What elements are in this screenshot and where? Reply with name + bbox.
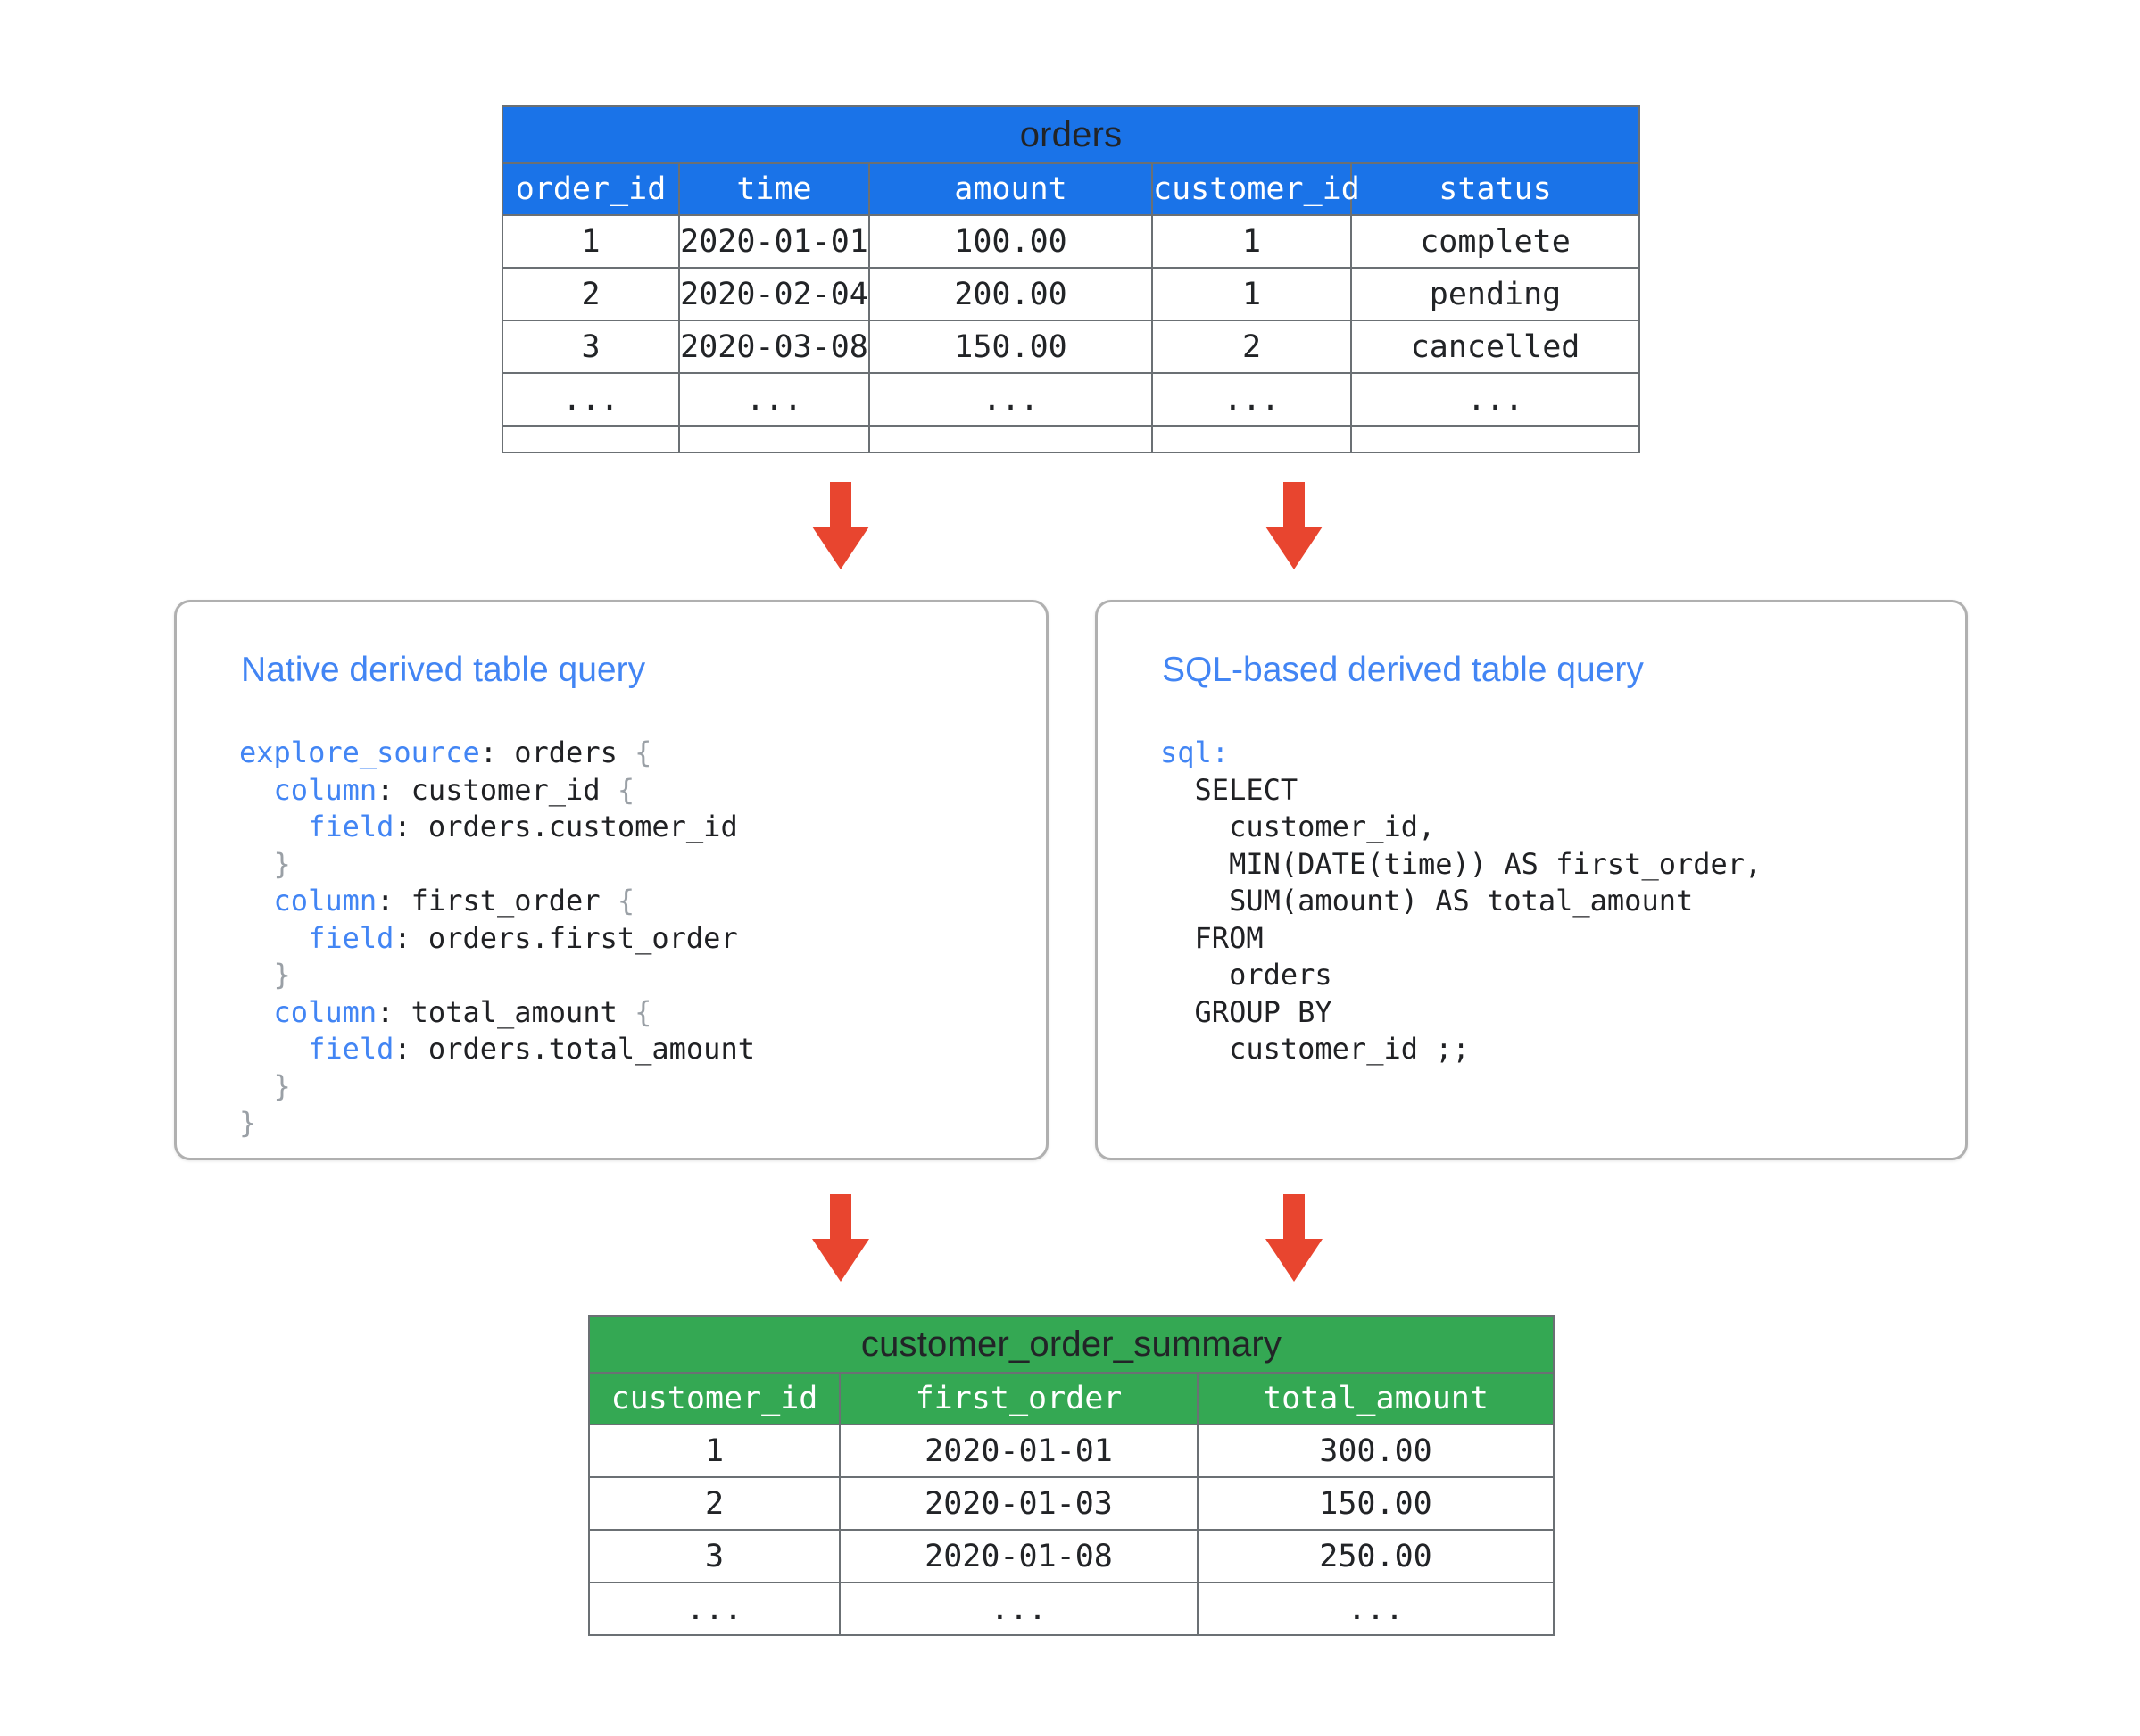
cell-order-id: 3: [502, 320, 680, 374]
cell-amount: ...: [868, 372, 1153, 427]
cell-time: 2020-03-08: [678, 320, 870, 374]
cell-amount: 150.00: [868, 320, 1153, 374]
cell-total-amount: 150.00: [1196, 1476, 1555, 1531]
native-derived-table-code: explore_source: orders { column: custome…: [239, 735, 755, 1140]
summary-table-title-row: customer_order_summary: [587, 1315, 1555, 1374]
orders-table: orders order_id time amount customer_id …: [501, 105, 1641, 453]
arrow-down-icon-orders-to-native: [812, 482, 869, 569]
cell-order-id: ...: [502, 372, 680, 427]
cell-empty: [678, 425, 870, 453]
cell-customer-id: 2: [588, 1476, 841, 1531]
cell-status: ...: [1349, 372, 1641, 427]
cell-amount: 200.00: [868, 267, 1153, 321]
orders-table-header-row: order_id time amount customer_id status: [502, 162, 1641, 216]
cell-time: ...: [678, 372, 870, 427]
sql-based-derived-table-card: SQL-based derived table query sql: SELEC…: [1095, 600, 1968, 1160]
cell-empty: [502, 425, 680, 453]
column-header-amount: amount: [868, 162, 1153, 216]
cell-time: 2020-02-04: [678, 267, 870, 321]
cell-empty: [1349, 425, 1641, 453]
orders-table-title: orders: [501, 105, 1641, 164]
summary-table-header-row: customer_id first_order total_amount: [588, 1372, 1555, 1425]
table-row-ellipsis: ... ... ... ... ...: [502, 372, 1641, 427]
cell-total-amount: ...: [1196, 1582, 1555, 1636]
table-row: 1 2020-01-01 300.00: [588, 1424, 1555, 1478]
table-row: 2 2020-02-04 200.00 1 pending: [502, 267, 1641, 321]
cell-status: cancelled: [1349, 320, 1641, 374]
cell-first-order: 2020-01-08: [839, 1529, 1199, 1583]
column-header-order-id: order_id: [502, 162, 680, 216]
sql-based-derived-table-title: SQL-based derived table query: [1162, 651, 1644, 689]
table-row: 3 2020-01-08 250.00: [588, 1529, 1555, 1583]
column-header-time: time: [678, 162, 870, 216]
table-row: 3 2020-03-08 150.00 2 cancelled: [502, 320, 1641, 374]
column-header-status: status: [1349, 162, 1641, 216]
orders-table-title-row: orders: [501, 105, 1641, 164]
arrow-down-icon-sql-to-summary: [1265, 1194, 1323, 1282]
column-header-customer-id: customer_id: [1151, 162, 1360, 216]
cell-customer-id: 1: [1151, 214, 1352, 269]
native-derived-table-card: Native derived table query explore_sourc…: [174, 600, 1049, 1160]
cell-status: complete: [1349, 214, 1641, 269]
table-row-ellipsis: ... ... ...: [588, 1582, 1555, 1636]
table-row: 1 2020-01-01 100.00 1 complete: [502, 214, 1641, 269]
column-header-total-amount: total_amount: [1196, 1372, 1555, 1425]
cell-total-amount: 250.00: [1196, 1529, 1555, 1583]
cell-status: pending: [1349, 267, 1641, 321]
cell-first-order: 2020-01-03: [839, 1476, 1199, 1531]
cell-first-order: 2020-01-01: [839, 1424, 1199, 1478]
cell-empty: [1151, 425, 1352, 453]
cell-amount: 100.00: [868, 214, 1153, 269]
column-header-first-order: first_order: [839, 1372, 1199, 1425]
summary-table-title: customer_order_summary: [587, 1315, 1555, 1374]
cell-customer-id: 3: [588, 1529, 841, 1583]
table-row: 2 2020-01-03 150.00: [588, 1476, 1555, 1531]
cell-empty: [868, 425, 1153, 453]
cell-customer-id: 2: [1151, 320, 1352, 374]
cell-total-amount: 300.00: [1196, 1424, 1555, 1478]
cell-first-order: ...: [839, 1582, 1199, 1636]
column-header-customer-id: customer_id: [588, 1372, 841, 1425]
native-derived-table-title: Native derived table query: [241, 651, 646, 689]
cell-order-id: 1: [502, 214, 680, 269]
arrow-down-icon-orders-to-sql: [1265, 482, 1323, 569]
arrow-down-icon-native-to-summary: [812, 1194, 869, 1282]
cell-customer-id: 1: [1151, 267, 1352, 321]
cell-customer-id: ...: [588, 1582, 841, 1636]
cell-order-id: 2: [502, 267, 680, 321]
customer-order-summary-table: customer_order_summary customer_id first…: [587, 1315, 1555, 1636]
table-row-truncated: [502, 425, 1641, 453]
cell-customer-id: 1: [588, 1424, 841, 1478]
sql-based-derived-table-code: sql: SELECT customer_id, MIN(DATE(time))…: [1160, 735, 1763, 1066]
cell-customer-id: ...: [1151, 372, 1352, 427]
cell-time: 2020-01-01: [678, 214, 870, 269]
